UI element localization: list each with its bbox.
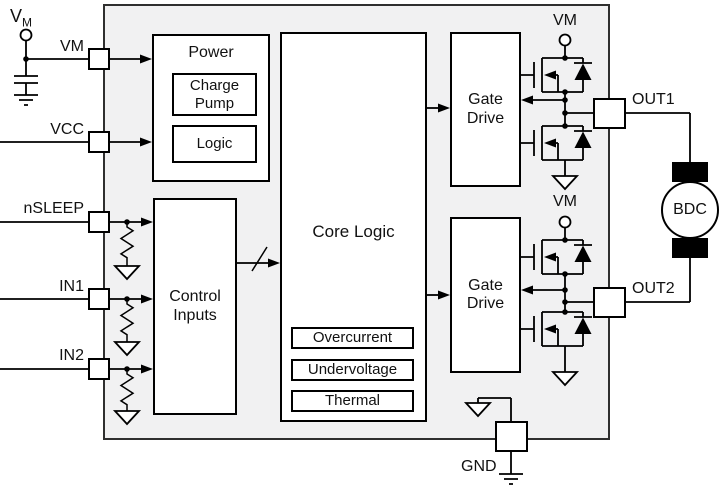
charge-pump-label: Charge Pump [189, 77, 240, 112]
pin-vcc [88, 131, 110, 153]
half-bridge-2 [521, 215, 593, 387]
terminal-circle-icon [558, 33, 572, 47]
bdc-motor-icon [661, 162, 719, 258]
gate-drive-2-block: Gate Drive [450, 217, 521, 373]
ground-icon [112, 410, 142, 426]
undervoltage-label: Undervoltage [307, 361, 398, 379]
arrowhead-icon [141, 364, 153, 374]
vm-rail-2-label: VM [553, 193, 577, 210]
nmos-low-side-icon [521, 125, 565, 161]
resistor-icon [119, 299, 135, 342]
logic-label: Logic [196, 135, 233, 153]
nsleep-wire [0, 217, 153, 281]
control-inputs-label: Control Inputs [169, 288, 221, 324]
arrowhead-icon [438, 290, 450, 300]
bdc-motor-label: BDC [673, 201, 707, 218]
nmos-low-side-icon [521, 311, 565, 347]
pin-vcc-label: VCC [50, 121, 84, 138]
ground-icon [112, 265, 142, 281]
pin-out2 [593, 287, 626, 318]
nmos-high-side-icon [521, 57, 565, 93]
overcurrent-label: Overcurrent [312, 329, 393, 347]
pin-vm-label: VM [60, 38, 84, 55]
core-logic-block: Core Logic [280, 32, 427, 422]
pin-out1-label: OUT1 [632, 91, 675, 108]
core-logic-label: Core Logic [312, 222, 395, 241]
arrowhead-icon [438, 103, 450, 113]
pin-nsleep-label: nSLEEP [23, 200, 84, 217]
arrowhead-icon [140, 54, 152, 64]
in1-wire [0, 294, 153, 357]
control-bus-arrow [237, 246, 280, 272]
terminal-circle-icon [19, 28, 33, 42]
arrowhead-icon [141, 217, 153, 227]
overcurrent-block: Overcurrent [291, 327, 414, 349]
undervoltage-block: Undervoltage [291, 359, 414, 381]
thermal-block: Thermal [291, 390, 414, 412]
charge-pump-block: Charge Pump [172, 73, 257, 116]
logic-block: Logic [172, 125, 257, 163]
arrowhead-icon [521, 285, 533, 295]
thermal-label: Thermal [324, 392, 380, 410]
pin-nsleep [88, 211, 110, 233]
earth-ground-icon [499, 473, 523, 485]
gate-drive-1-label: Gate Drive [466, 91, 505, 127]
gnd-network [463, 397, 523, 485]
ground-icon [112, 341, 142, 357]
resistor-icon [119, 222, 135, 266]
body-diode-icon [565, 125, 592, 161]
in2-wire [0, 364, 153, 426]
power-block-label: Power [188, 44, 234, 61]
control-inputs-block: Control Inputs [153, 198, 237, 415]
bus-slash-icon [251, 246, 268, 272]
half-bridge-1 [521, 33, 593, 191]
ground-icon [463, 402, 493, 418]
nmos-high-side-icon [521, 239, 565, 275]
gate-drive-1-block: Gate Drive [450, 32, 521, 187]
motor-loop [626, 112, 719, 303]
body-diode-icon [565, 57, 592, 93]
pin-gnd [495, 421, 528, 452]
vm-supply-network [14, 28, 38, 106]
arrowhead-icon [140, 137, 152, 147]
resistor-icon [119, 369, 135, 411]
vm-rail-1-label: VM [553, 12, 577, 29]
pin-in1-label: IN1 [59, 278, 84, 295]
arrowhead-icon [268, 258, 280, 268]
arrowhead-icon [521, 95, 533, 105]
vm-supply-label: VM [10, 6, 33, 30]
pin-gnd-label: GND [461, 458, 497, 475]
terminal-circle-icon [558, 215, 572, 229]
motor-brush [672, 162, 708, 182]
pin-out1 [593, 98, 626, 129]
pin-vm [88, 48, 110, 70]
vcc-wire [0, 137, 152, 147]
capacitor-icon [14, 75, 38, 84]
core-to-gatedrive2-arrow [427, 290, 450, 300]
motor-brush [672, 238, 708, 258]
pin-in2-label: IN2 [59, 347, 84, 364]
vm-wire [26, 54, 152, 64]
ground-icon [550, 175, 580, 191]
earth-ground-icon [14, 94, 38, 106]
pin-out2-label: OUT2 [632, 280, 675, 297]
body-diode-icon [565, 239, 592, 275]
gate-drive-2-label: Gate Drive [466, 276, 505, 312]
pin-in2 [88, 358, 110, 380]
body-diode-icon [565, 311, 592, 347]
core-to-gatedrive1-arrow [427, 103, 450, 113]
ground-icon [550, 371, 580, 387]
arrowhead-icon [141, 294, 153, 304]
pin-in1 [88, 288, 110, 310]
